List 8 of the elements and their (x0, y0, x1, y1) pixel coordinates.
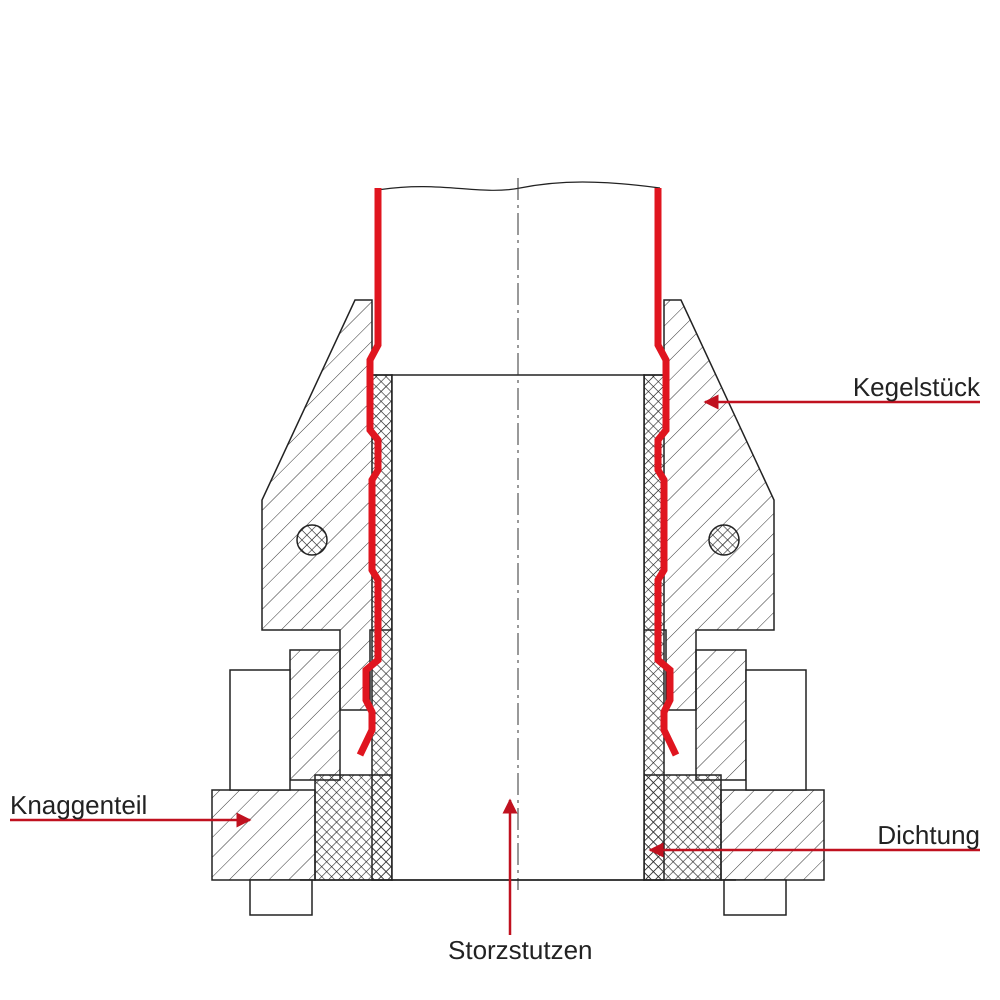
leader-arrow (502, 798, 518, 935)
part-label: Kegelstück (852, 372, 980, 402)
part-label: Dichtung (877, 820, 980, 850)
part-label: Storzstutzen (448, 935, 593, 965)
leader-arrow (10, 812, 252, 828)
part-label: Knaggenteil (10, 790, 148, 820)
leader-arrow (704, 394, 980, 410)
leader-arrow (648, 842, 980, 858)
